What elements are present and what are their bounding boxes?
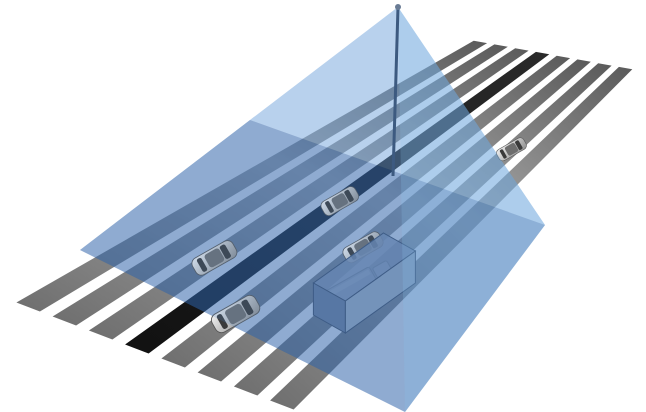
sensor-head: [395, 4, 401, 10]
